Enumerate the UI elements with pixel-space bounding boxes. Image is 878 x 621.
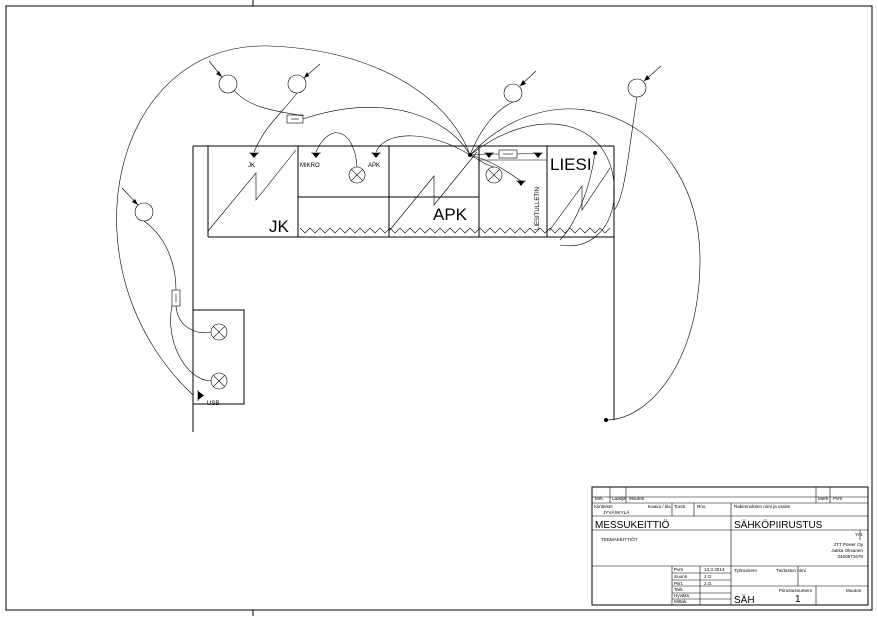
company-person: Jukka Oksanen bbox=[831, 548, 863, 553]
drawing-subtitle: TEEMAKEITTIÖT bbox=[601, 536, 638, 542]
meta-pvm-value: 13.3.2014 bbox=[704, 567, 725, 572]
cabinet-label-jk: JK bbox=[269, 217, 290, 236]
tb-rakennus: Rakennuksen nimi ja osoite bbox=[734, 504, 791, 509]
meta-pvm-label: Pvm bbox=[674, 567, 683, 572]
tb-rno: Rno bbox=[697, 504, 706, 509]
company-name: JTT Power Oy bbox=[834, 542, 864, 547]
tb-kaava: Kaava / tila bbox=[648, 504, 671, 509]
tb-kiinteisto: Kiinteistö bbox=[594, 504, 613, 509]
cabinet-door-symbols bbox=[207, 149, 611, 232]
outlet-label-liesitulletin: LIESITULLETIN bbox=[535, 187, 541, 230]
outlet-label-jk: JK bbox=[248, 163, 255, 169]
lamp-symbols bbox=[210, 166, 503, 390]
tyonumero-label: Työnumero bbox=[734, 568, 757, 573]
muutos-label: Muutos bbox=[846, 588, 862, 593]
meta-suunn-label: Suunn. bbox=[674, 574, 689, 579]
title-block bbox=[591, 486, 869, 606]
tiedosto-label: Tiedoston nimi bbox=[776, 568, 806, 573]
outlet-label-apk: APK bbox=[368, 163, 380, 169]
tb-muutos: Muutos bbox=[629, 496, 645, 501]
drawing-code: SÄH bbox=[734, 594, 755, 606]
usb-outlet-symbol bbox=[197, 390, 204, 401]
meta-suunn-value: J.O. bbox=[704, 574, 712, 579]
meta-hyv-label: Hyväks. bbox=[674, 593, 690, 598]
tb-location: JYVÄSKYLÄ bbox=[603, 509, 630, 515]
project-title: MESSUKEITTIÖ bbox=[595, 519, 670, 531]
cabinet-label-apk: APK bbox=[433, 205, 468, 224]
meta-piirt-label: Piirt. bbox=[674, 581, 683, 586]
meta-piirt-value: J.O. bbox=[704, 581, 712, 586]
side-cabinet bbox=[192, 309, 245, 405]
drawing-title: SÄHKÖPIIRUSTUS bbox=[734, 519, 823, 531]
meta-tark-label: Tark. bbox=[674, 587, 684, 592]
tb-merk: Merk. bbox=[818, 496, 829, 501]
tb-tark: Tark. bbox=[594, 496, 604, 501]
cabinet-label-liesi: LIESI bbox=[550, 155, 592, 174]
counter-edge-hatching bbox=[299, 227, 611, 234]
piirustus-label: Piirustusnumero bbox=[779, 588, 813, 593]
kitchen-counter bbox=[192, 145, 615, 432]
switch-symbols bbox=[121, 60, 662, 222]
sheet-number: 1 bbox=[795, 594, 801, 605]
tb-tontti: Tontti bbox=[674, 504, 685, 509]
company-label: Yrit. bbox=[855, 532, 863, 537]
company-phone: 0400571678 bbox=[837, 554, 863, 559]
outlet-label-mikro: MIKRO bbox=[300, 163, 320, 169]
tb-pvm: Pvm bbox=[833, 496, 842, 501]
wiring bbox=[116, 45, 701, 421]
tb-laatija: Laatija bbox=[612, 496, 626, 501]
sheet-border bbox=[5, 5, 873, 611]
meta-mk-label: Mittak. bbox=[674, 599, 688, 604]
